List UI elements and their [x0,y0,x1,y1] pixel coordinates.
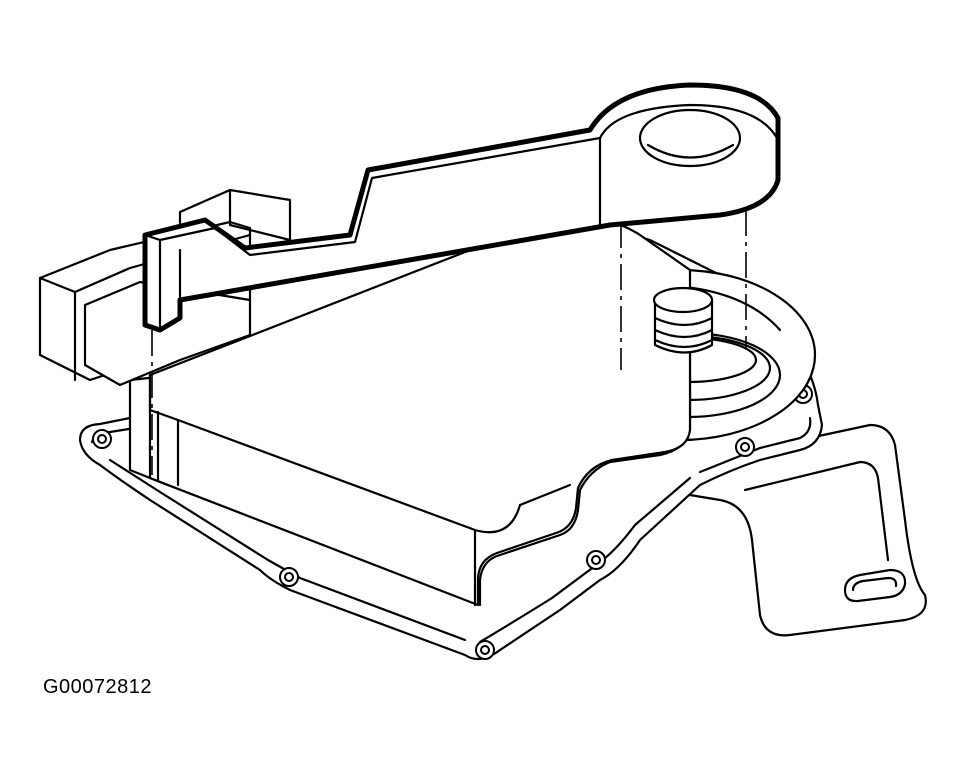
mounting-bracket [688,423,927,637]
figure-code: G00072812 [43,676,153,698]
shaft-stud [652,286,714,354]
alignment-lines [151,210,747,475]
shift-lever [142,82,781,333]
switch-body [128,213,692,607]
